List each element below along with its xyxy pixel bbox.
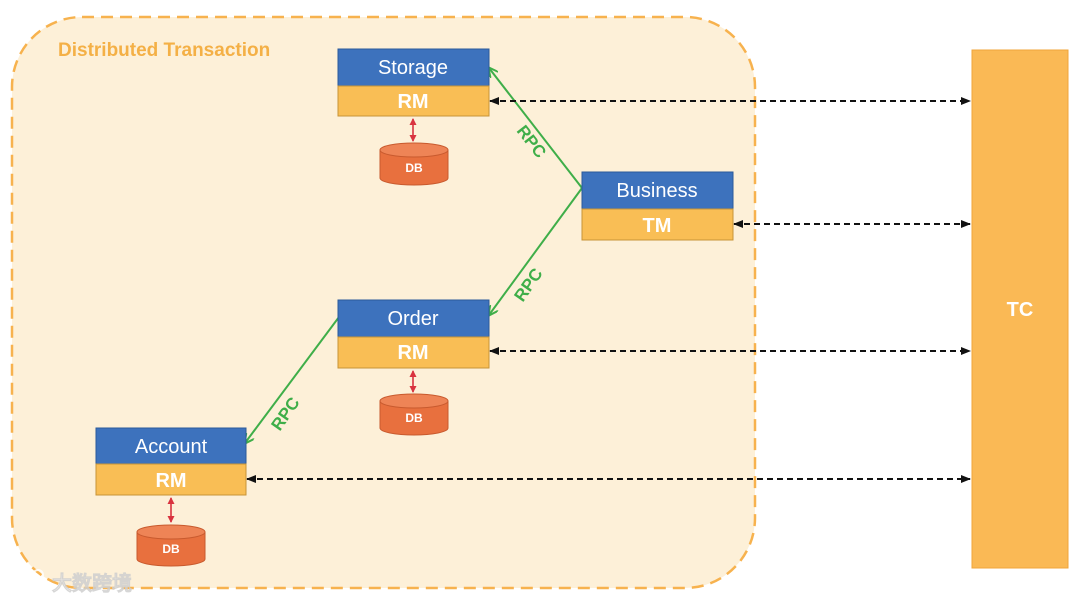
tc-label: TC	[1007, 299, 1034, 321]
order-name: Order	[387, 308, 438, 330]
business-role: TM	[643, 215, 672, 237]
account-role: RM	[155, 470, 186, 492]
rpc-arrow-business-storage	[489, 68, 583, 189]
rpc-arrow-order-account	[245, 316, 340, 443]
storage-db: DB	[379, 142, 449, 186]
watermark: 大数跨境	[9, 567, 132, 595]
order-service: Order RM	[337, 299, 490, 369]
storage-service: Storage RM	[337, 48, 490, 117]
watermark-logo-icon	[9, 567, 44, 587]
business-service: Business TM	[581, 171, 734, 241]
account-service: Account RM	[95, 427, 247, 496]
order-db: DB	[379, 393, 449, 436]
watermark-text: 大数跨境	[52, 571, 132, 595]
order-role: RM	[397, 342, 428, 364]
order-db-label: DB	[405, 411, 423, 425]
account-db: DB	[136, 524, 206, 567]
account-db-label: DB	[162, 542, 180, 556]
storage-role: RM	[397, 91, 428, 113]
region-title: Distributed Transaction	[58, 40, 270, 61]
storage-db-label: DB	[405, 161, 423, 175]
storage-name: Storage	[378, 57, 448, 79]
rpc-arrow-business-order	[489, 187, 583, 315]
tc-box	[971, 49, 1069, 569]
business-name: Business	[616, 180, 697, 202]
account-name: Account	[135, 436, 208, 458]
